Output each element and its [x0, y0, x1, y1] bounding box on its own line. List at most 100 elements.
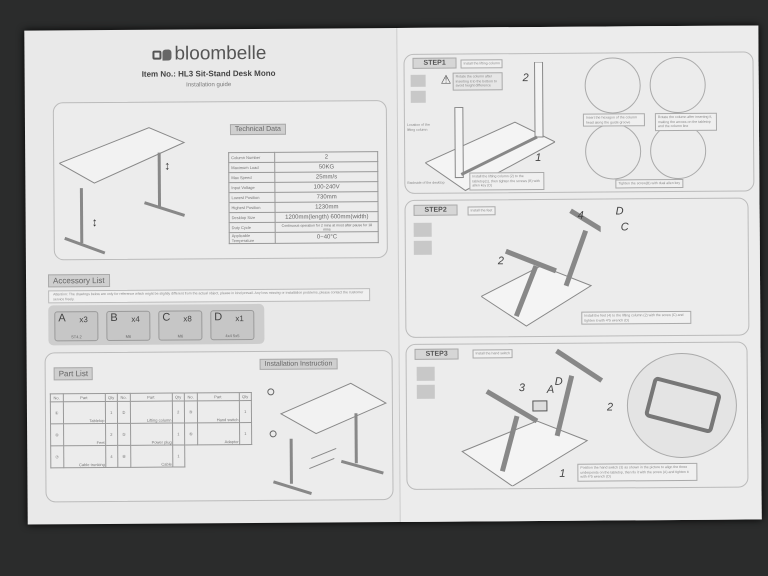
- accessory-qty: x4: [131, 314, 140, 324]
- accessory-notice: Attention: The drawings below are only f…: [48, 288, 371, 304]
- part-no: ④: [50, 423, 64, 446]
- part-qty: 1: [238, 400, 252, 423]
- tech-value: 730mm: [275, 191, 378, 203]
- step2-caption: Install the feet (4) to the lifting colu…: [581, 310, 692, 325]
- part-no: ⑤: [117, 423, 131, 446]
- tech-value: 25mm/s: [275, 171, 378, 183]
- step3-illustration: [461, 348, 604, 487]
- accessory-list-label: Accessory List: [47, 273, 110, 288]
- right-page: STEP1 Install the lifting column Rotate …: [396, 25, 762, 522]
- tech-value: 100-240V: [275, 181, 378, 193]
- part-qty: 1: [104, 401, 118, 424]
- part-header: No.: [117, 393, 130, 402]
- step2-illustration: [480, 208, 602, 327]
- step1-sub-caption-1: Insert the hexagon of the column head al…: [582, 113, 645, 127]
- part-qty: 2: [105, 423, 118, 446]
- tech-value: 50KG: [275, 161, 378, 173]
- part-list-label: Part List: [53, 367, 94, 381]
- part-qty: 2: [171, 400, 185, 424]
- part-header: Qty: [238, 392, 252, 401]
- accessory-qty: x8: [183, 314, 192, 324]
- step3-label-A: A: [546, 383, 555, 396]
- part-header: Qty: [104, 393, 118, 402]
- step1-callout-column: Location of the lifting column: [406, 122, 430, 132]
- svg-text:↕: ↕: [92, 215, 98, 229]
- part-no: ①: [50, 401, 64, 424]
- step3-caption: Position the hand switch (3) as shown in…: [577, 462, 698, 482]
- accessory-letter: A: [58, 312, 66, 325]
- part-no: ②: [117, 401, 131, 424]
- tech-key: Input Voltage: [228, 182, 276, 193]
- step3-detail-circle: [626, 352, 738, 459]
- step1-caption: Install the lifting column (2) to the ta…: [469, 171, 545, 190]
- tech-value: 1230mm: [275, 201, 379, 213]
- step2-label-2: 2: [497, 255, 505, 268]
- tech-key: Maximum Load: [228, 162, 276, 173]
- tech-key: Duty Cycle: [229, 222, 276, 233]
- step3-label-1: 1: [559, 467, 566, 480]
- step1-label-2: 2: [522, 72, 529, 85]
- brand-logo: bloombelle: [152, 43, 266, 66]
- step1-label-1: 1: [535, 151, 542, 165]
- part-name: Cable trunking: [63, 445, 106, 468]
- step3-title: STEP3: [414, 348, 459, 360]
- tech-key: Lowest Position: [228, 192, 276, 203]
- step1-sub-caption-2: Rotate the column after inserting it, ma…: [654, 112, 717, 131]
- tech-key: Desktop Size: [229, 212, 276, 223]
- part-no: ③: [184, 400, 198, 423]
- part-qty: 1: [172, 444, 185, 468]
- tech-value: 0~40°C: [275, 231, 379, 244]
- step2-label-4: 4: [577, 209, 584, 222]
- accessory-qty: x1: [235, 314, 244, 324]
- svg-text:↕: ↕: [164, 159, 170, 173]
- accessory-letter: C: [162, 311, 171, 324]
- part-name: Power plug: [130, 423, 173, 446]
- step2-label-C: C: [620, 221, 629, 234]
- part-name: Feet: [63, 423, 106, 446]
- part-no: ⑧: [117, 445, 131, 468]
- part-qty: 1: [172, 422, 185, 446]
- desk-illustration: ↕ ↕: [58, 127, 186, 255]
- tech-key: Max Speed: [228, 172, 276, 183]
- step3-section: STEP3 Install the hand switch 3 A D 2 1 …: [405, 341, 749, 490]
- accessory-letter: B: [110, 311, 118, 324]
- exploded-desk-illustration: [267, 382, 388, 496]
- accessory-size: ST4.2: [71, 334, 82, 340]
- accessory-size: M6: [177, 333, 184, 339]
- part-name: Adaptor: [197, 422, 240, 445]
- tech-value: 2: [275, 151, 378, 163]
- part-header: Qty: [171, 392, 185, 402]
- left-page: bloombelle Item No.: HL3 Sit-Stand Desk …: [24, 28, 395, 525]
- tech-key: Highest Position: [228, 202, 276, 213]
- accessory-qty: x3: [79, 315, 88, 325]
- step3-label-3: 3: [518, 382, 525, 395]
- accessory-size: M6: [125, 333, 132, 339]
- accessory-letter: D: [214, 311, 223, 324]
- manual-sheet: bloombelle Item No.: HL3 Sit-Stand Desk …: [24, 25, 762, 525]
- part-no: ⑦: [50, 445, 64, 468]
- part-name: Cable: [130, 445, 173, 468]
- tech-key: Column Number: [228, 152, 276, 163]
- subtitle: Installation guide: [186, 82, 232, 89]
- installation-instruction-label: Installation Instruction: [259, 358, 338, 370]
- part-qty: 1: [239, 422, 252, 445]
- step2-section: STEP2 Install the feet 4 D C 2 Install t…: [404, 197, 750, 338]
- technical-data-label: Technical Data: [229, 123, 286, 136]
- step1-sub-caption-4: Tighten the screw(B) with dual allen key: [615, 178, 684, 188]
- step2-label-D: D: [615, 205, 624, 218]
- step1-illustration: [424, 61, 556, 192]
- step1-section: STEP1 Install the lifting column Rotate …: [403, 51, 755, 194]
- part-name: Tabletop: [62, 401, 106, 424]
- part-name: Hand switch: [196, 400, 240, 423]
